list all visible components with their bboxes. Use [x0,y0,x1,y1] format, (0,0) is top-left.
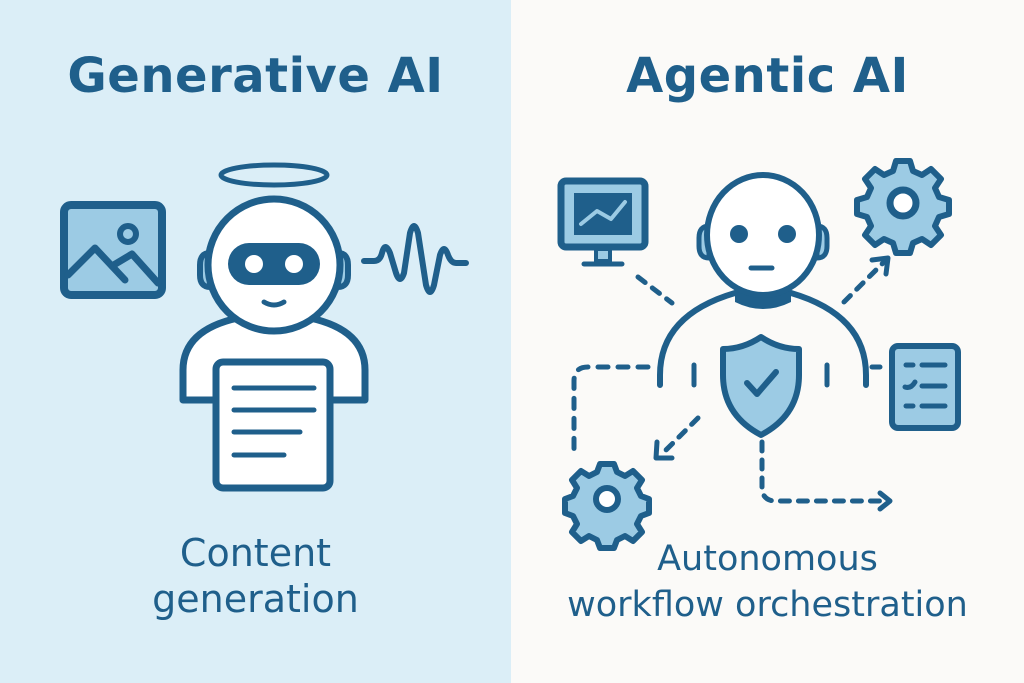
arrowhead-gear-top [869,255,891,277]
caption-line-1: Content [179,531,332,575]
monitor-chart-icon [557,177,649,267]
agentic-ai-panel: Agentic AI [511,0,1024,683]
halo-icon [218,162,330,188]
arrowhead-gear-bottom [653,439,675,461]
gear-icon [562,461,652,551]
connector-left-loop [571,364,651,454]
shield-check-icon [720,334,802,438]
agentic-ai-illustration [557,158,961,551]
humanoid-agent-icon [657,172,869,388]
dashed-arrows [571,255,893,512]
connector-gear-bottom [657,415,701,459]
caption-line-2: generation [152,577,359,621]
soundwave-icon [361,223,469,295]
agentic-ai-caption: Autonomous workflow orchestration [511,536,1024,628]
gear-icon [854,158,952,256]
caption-line-1: Autonomous [657,539,878,579]
generative-ai-illustration [60,162,469,492]
checklist-icon [889,343,961,431]
connector-output [759,439,885,504]
agentic-ai-title: Agentic AI [626,48,909,104]
generative-ai-panel: Generative AI [0,0,511,683]
generative-ai-title: Generative AI [67,48,444,104]
arrowhead-output [877,490,893,512]
caption-line-2: workflow orchestration [567,585,968,625]
document-icon [212,358,334,492]
connector-monitor [635,274,675,306]
connector-gear-top [841,259,887,305]
generative-ai-caption: Content generation [0,530,511,622]
image-icon [60,201,166,299]
